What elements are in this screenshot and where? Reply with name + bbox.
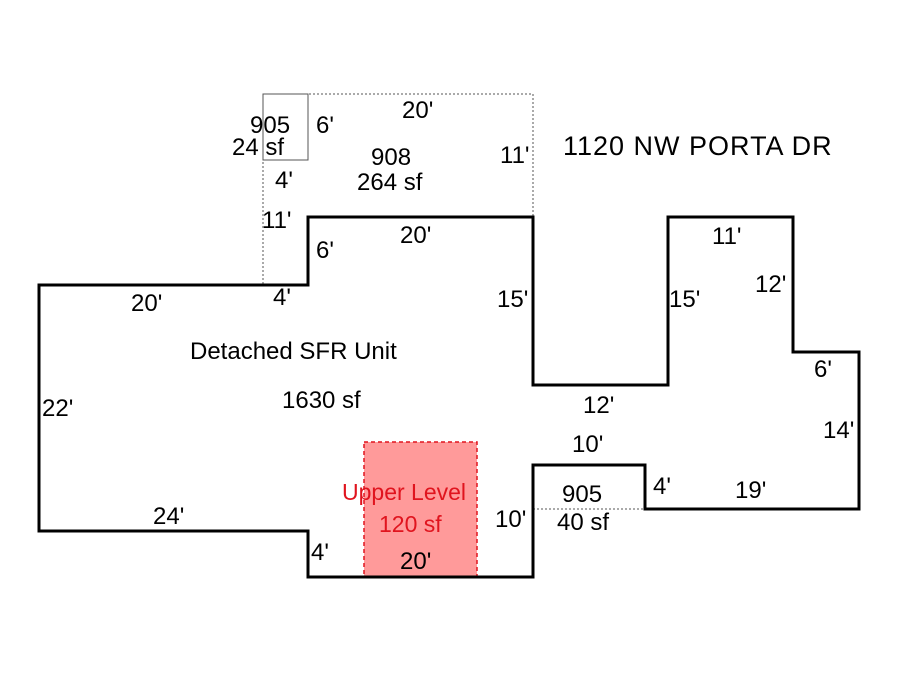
- upper-level-area-label: 120 sf: [379, 511, 442, 537]
- upper-level-area: [363, 441, 478, 578]
- addition-905-top-outline: [262, 93, 309, 161]
- addition-905-bottom-area: 40 sf: [557, 509, 609, 536]
- addition-905-top-code: 905: [250, 112, 290, 139]
- dim-notch-top: 6': [316, 237, 334, 264]
- dim-top-center: 20': [400, 222, 431, 249]
- dim-908-right: 11': [500, 142, 530, 169]
- dim-inner-bottom: 12': [583, 392, 614, 419]
- dim-wing-step: 6': [814, 356, 832, 383]
- dim-wing-top: 11': [712, 223, 742, 250]
- dim-908-left-lower: 4': [275, 167, 293, 194]
- dim-wing-right-upper: 12': [755, 271, 786, 298]
- dim-inner-right: 15': [669, 286, 700, 313]
- addition-905-bottom-code: 905: [562, 481, 602, 508]
- main-unit-area: 1630 sf: [282, 387, 361, 414]
- dim-inner-left: 15': [497, 286, 528, 313]
- dim-step-up-a: 4': [273, 284, 291, 311]
- dim-left: 22': [42, 395, 73, 422]
- addition-908-outline: [262, 93, 534, 284]
- addition-908-code: 908: [371, 144, 411, 171]
- main-unit-outline: [37, 215, 861, 579]
- upper-level-title: Upper Level: [342, 479, 466, 505]
- address-label: 1120 NW PORTA DR: [563, 131, 833, 161]
- dim-wing-bottom: 19': [735, 477, 766, 504]
- addition-908-area: 264 sf: [357, 169, 423, 196]
- dim-905-bottom-left: 10': [495, 506, 526, 533]
- dim-908-top: 20': [402, 97, 433, 124]
- dim-top-left: 20': [131, 290, 162, 317]
- main-unit-name: Detached SFR Unit: [190, 338, 397, 365]
- addition-905-top-area: 24 sf: [232, 134, 284, 161]
- dim-bottom-left: 24': [153, 503, 184, 530]
- dim-step-down: 4': [311, 539, 329, 566]
- dim-wing-right-lower: 14': [823, 417, 854, 444]
- dim-905-bottom-right: 4': [653, 473, 671, 500]
- dim-bottom-mid: 20': [400, 548, 431, 575]
- dim-905-bottom-top: 10': [572, 431, 603, 458]
- dim-notch-left: 11': [262, 207, 292, 234]
- dim-905-top-side: 6': [316, 112, 334, 139]
